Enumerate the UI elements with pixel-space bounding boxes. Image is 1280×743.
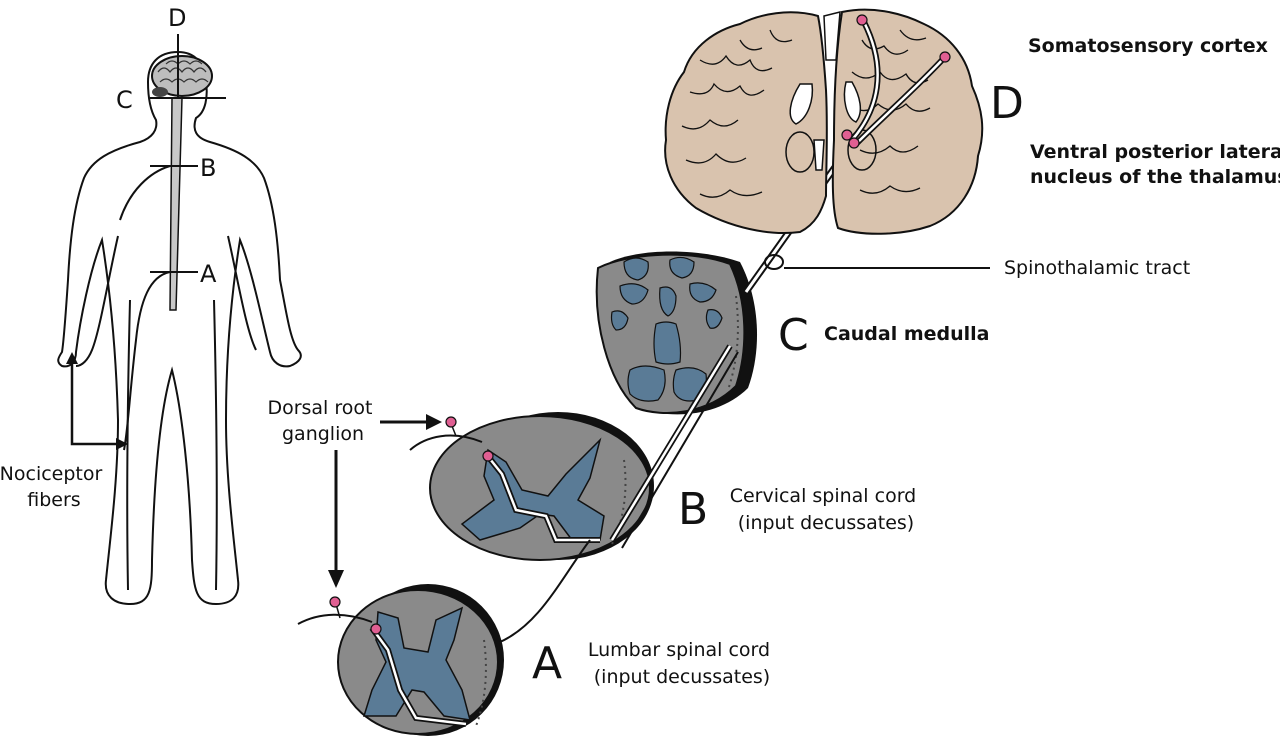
lumbar-second-order-neuron [370, 623, 382, 635]
right-leg-inner-line [213, 299, 218, 591]
level-a-label: A [200, 260, 217, 288]
cervical-dorsal-root [409, 434, 483, 451]
lumbar-dorsal-root [297, 613, 373, 625]
tract-lumbar-to-cervical [499, 539, 591, 643]
section-letter-a: A [532, 638, 562, 689]
brain-third-ventricle [813, 139, 825, 171]
section-letter-c: C [778, 310, 809, 361]
nociceptor-label: Nociceptor fibers [0, 463, 108, 511]
body-outline [57, 50, 302, 606]
lumbar-gray-matter [362, 606, 472, 721]
level-b-label: B [200, 154, 216, 182]
lumbar-cord-label: Lumbar spinal cord (input decussates) [588, 639, 776, 688]
brain-coronal-section [664, 8, 984, 235]
left-arm-inner-line [75, 235, 119, 367]
cervical-cord-section [409, 412, 654, 561]
caudal-medulla-label: Caudal medulla [824, 323, 990, 345]
nociceptor-fiber-path-upper [119, 165, 171, 221]
cervical-second-order-neuron [482, 450, 494, 462]
medulla-nucleus-1 [623, 257, 649, 281]
medulla-tract-dots [727, 295, 739, 391]
right-arm-inner-line [227, 235, 257, 351]
medulla-nucleus-9 [627, 365, 666, 402]
medulla-nucleus-3 [619, 283, 649, 305]
body-brain-icon [151, 55, 213, 97]
cortex-neuron-lateral [939, 51, 951, 63]
somatosensory-cortex-label: Somatosensory cortex [1028, 35, 1268, 57]
medulla-nucleus-6 [610, 310, 629, 331]
drg-callout: Dorsal root ganglion [267, 397, 442, 588]
tract-cervical-outer-b [621, 351, 739, 549]
nociceptor-arrowhead-right [116, 438, 128, 450]
thalamocortical-fiber-lateral-inner [855, 57, 945, 145]
nociceptor-arrow-path [70, 362, 118, 446]
lumbar-tract-dots [475, 639, 487, 727]
thalamus-neuron-2 [848, 137, 860, 149]
cervical-section-face [429, 415, 651, 561]
medulla-nucleus-8 [653, 321, 682, 365]
section-letter-d: D [990, 78, 1024, 129]
drg-arrow-down-head [328, 570, 344, 588]
spinothalamic-tract-label: Spinothalamic tract [1004, 257, 1190, 279]
medulla-nucleus-4 [689, 282, 717, 303]
brain-longitudinal-fissure [823, 11, 841, 61]
nociceptor-arrowhead-up [66, 352, 78, 364]
tract-cervical-inner-a [610, 345, 732, 541]
brain-thalamus-left [785, 131, 815, 173]
brain-left-hemisphere [664, 11, 828, 234]
brain-lateral-ventricle-left [789, 83, 814, 125]
medulla-nucleus-7 [705, 309, 723, 329]
brain-right-hemisphere [831, 8, 984, 235]
body-cerebellum-icon [152, 87, 168, 97]
cervical-drg-stalk [451, 425, 457, 437]
thalamus-neuron-1 [841, 129, 853, 141]
medulla-nucleus-5 [659, 286, 677, 317]
brain-lateral-ventricle-right [843, 81, 862, 123]
section-letter-b: B [678, 484, 708, 535]
lumbar-neuron-path-inner [370, 627, 467, 726]
caudal-medulla-section [595, 251, 758, 415]
level-d-label: D [168, 4, 186, 32]
lumbar-cord-section [297, 584, 504, 736]
left-leg-inner-line [126, 299, 131, 591]
cervical-cord-label: Cervical spinal cord (input decussates) [730, 485, 923, 534]
cervical-drg-neuron [445, 416, 457, 428]
brain-left-folds [681, 29, 793, 198]
thalamocortical-fiber-medial-inner [851, 21, 879, 141]
drg-label: Dorsal root ganglion [267, 397, 378, 445]
drg-arrow-right-head [426, 414, 442, 430]
medulla-nucleus-2 [669, 256, 695, 279]
spinothalamic-tract-marker [764, 254, 784, 270]
body-brain-folds [157, 60, 209, 83]
level-c-label: C [116, 86, 133, 114]
cervical-neuron-path-inner [485, 453, 600, 542]
human-body-figure: D C B A Nociceptor fibers [0, 4, 302, 606]
nociceptor-fiber-path [123, 271, 171, 451]
cortex-neuron-medial [856, 14, 868, 26]
lumbar-drg-neuron [329, 596, 341, 608]
vpl-thalamus-label: Ventral posterior lateral nucleus of the… [1030, 141, 1280, 188]
